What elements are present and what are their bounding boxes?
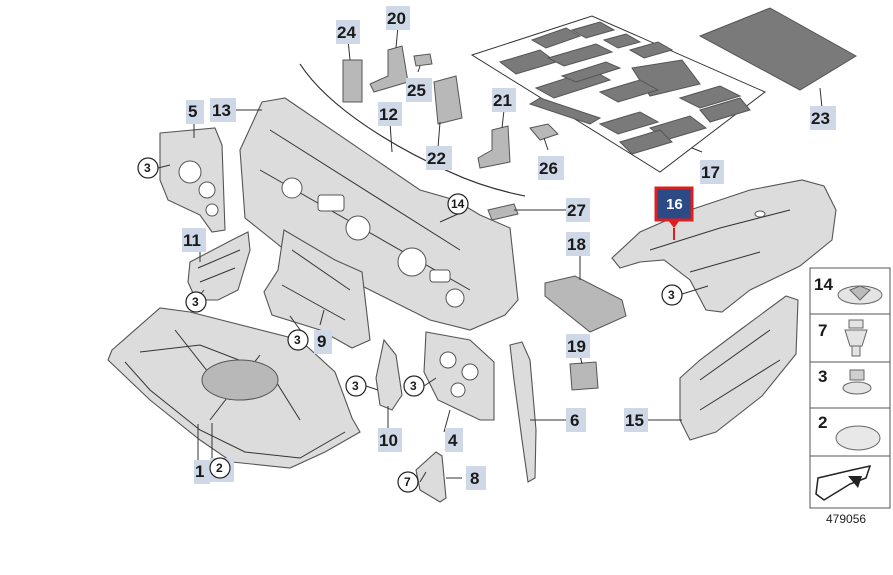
part-16-insulation[interactable] [611, 179, 837, 313]
side-panel: 14 7 3 2 [809, 267, 891, 509]
selected-callout-16[interactable]: 16 [654, 186, 694, 240]
part-4-bracket[interactable] [423, 331, 495, 421]
side-label-14: 14 [814, 275, 833, 294]
circled-7: 7 [404, 475, 411, 489]
callout-1: 1 [195, 462, 204, 481]
circled-2: 2 [216, 461, 223, 475]
callout-16-text: 16 [666, 196, 683, 213]
circled-callouts: 3 3 3 3 3 3 14 2 7 [137, 157, 683, 493]
part-15-panel[interactable] [679, 295, 799, 441]
callout-10: 10 [379, 431, 398, 450]
circled-3-a: 3 [144, 161, 151, 175]
circled-14: 14 [451, 197, 465, 211]
part-11-bracket[interactable] [187, 231, 251, 301]
callout-13: 13 [212, 101, 231, 120]
part-10-piece[interactable] [375, 338, 403, 411]
part-22-pad[interactable] [433, 75, 463, 125]
part-5-bracket[interactable] [159, 127, 226, 233]
part-25-pad[interactable] [413, 53, 433, 67]
part-27-pad[interactable] [487, 203, 519, 221]
callout-20: 20 [387, 9, 406, 28]
callout-8: 8 [470, 469, 479, 488]
callout-19: 19 [567, 337, 586, 356]
part-23-pad[interactable] [698, 7, 857, 91]
callout-4: 4 [448, 431, 458, 450]
plug-2-icon [835, 425, 881, 451]
part-13-bulkhead-assembly[interactable] [239, 97, 519, 331]
part-19-pad[interactable] [569, 361, 599, 391]
callout-11: 11 [183, 231, 201, 250]
circled-3-c: 3 [294, 333, 301, 347]
callout-25: 25 [407, 81, 426, 100]
side-label-3: 3 [818, 367, 827, 386]
callout-15: 15 [625, 411, 644, 430]
side-label-2: 2 [818, 413, 827, 432]
part-24-pad[interactable] [342, 59, 363, 103]
arrow-icon [815, 464, 872, 501]
part-21-bracket[interactable] [477, 125, 511, 169]
diagram-number: 479056 [826, 512, 866, 526]
part-9-side-insulation[interactable] [263, 229, 371, 349]
callout-9: 9 [317, 332, 326, 351]
circled-3-e: 3 [410, 379, 417, 393]
callout-labels: 1 4 5 6 8 9 10 11 12 13 15 17 18 19 20 2… [182, 6, 836, 490]
part-20-bracket[interactable] [369, 45, 409, 93]
circled-3-b: 3 [192, 295, 199, 309]
callout-12: 12 [379, 105, 398, 124]
callout-6: 6 [570, 411, 579, 430]
callout-18: 18 [567, 235, 586, 254]
part-6-strip[interactable] [509, 341, 537, 483]
circled-3-d: 3 [352, 379, 359, 393]
callout-17: 17 [701, 163, 720, 182]
clip-3-icon [842, 369, 872, 395]
part-17-pad-kit[interactable] [470, 15, 766, 173]
callout-22: 22 [427, 149, 446, 168]
callout-27: 27 [567, 201, 586, 220]
callout-23: 23 [811, 109, 830, 128]
part-18-insulation[interactable] [544, 275, 627, 333]
callout-26: 26 [539, 159, 558, 178]
circled-3-f: 3 [668, 288, 675, 302]
callout-5: 5 [188, 102, 197, 121]
callout-24: 24 [337, 23, 356, 42]
part-8-bracket[interactable] [415, 451, 447, 503]
callout-21: 21 [493, 91, 512, 110]
clip-7-icon [844, 319, 868, 357]
side-label-7: 7 [818, 321, 827, 340]
part-26-pad[interactable] [529, 123, 559, 141]
